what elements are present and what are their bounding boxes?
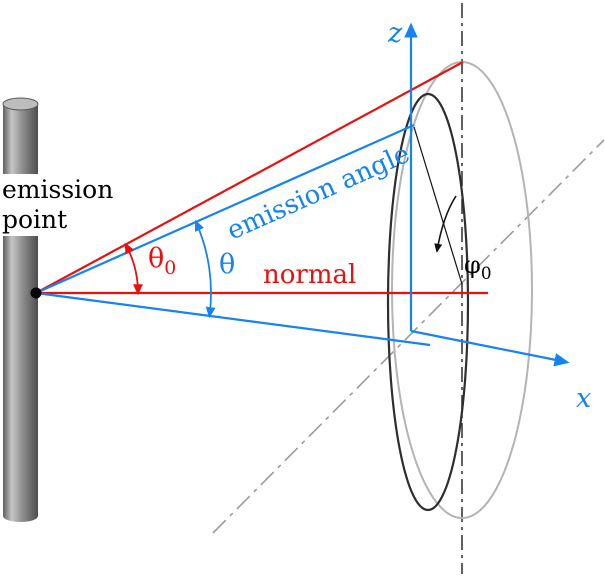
phi0-label: φ0 [464,251,492,283]
theta0-label-base: θ [148,243,164,274]
rod-top-cap [2,97,39,111]
theta-angle-arc [194,219,216,319]
emission-point-label-bg [0,174,102,236]
theta0-label-sub: 0 [164,257,176,279]
theta0-label: θ0 [148,243,176,279]
normal-label: normal [263,260,356,290]
x-axis-label: x [576,383,591,414]
blue-ray-lower [35,291,431,347]
blue-ray-upper [35,123,415,295]
rod-bottom-cap [3,510,38,522]
theta-label: θ [219,249,235,280]
diagonal-axis-line [212,139,605,534]
phi-radius-line [413,126,463,285]
phi0-label-base: φ [464,251,481,279]
red-ray-upper [35,61,464,294]
rod [3,104,38,516]
emission-angle-label: emission angle [223,139,415,246]
emission-point-label-line1: emission [2,175,113,204]
inner-emission-circle [386,92,470,512]
x-axis [410,329,570,367]
emission-point-label-line2: point [2,205,67,234]
emission-point-dot [30,287,42,299]
z-axis-label: z [387,18,403,49]
theta0-angle-arc [124,242,143,296]
phi0-label-sub: 0 [481,263,492,283]
phi-angle-arc [434,195,457,253]
